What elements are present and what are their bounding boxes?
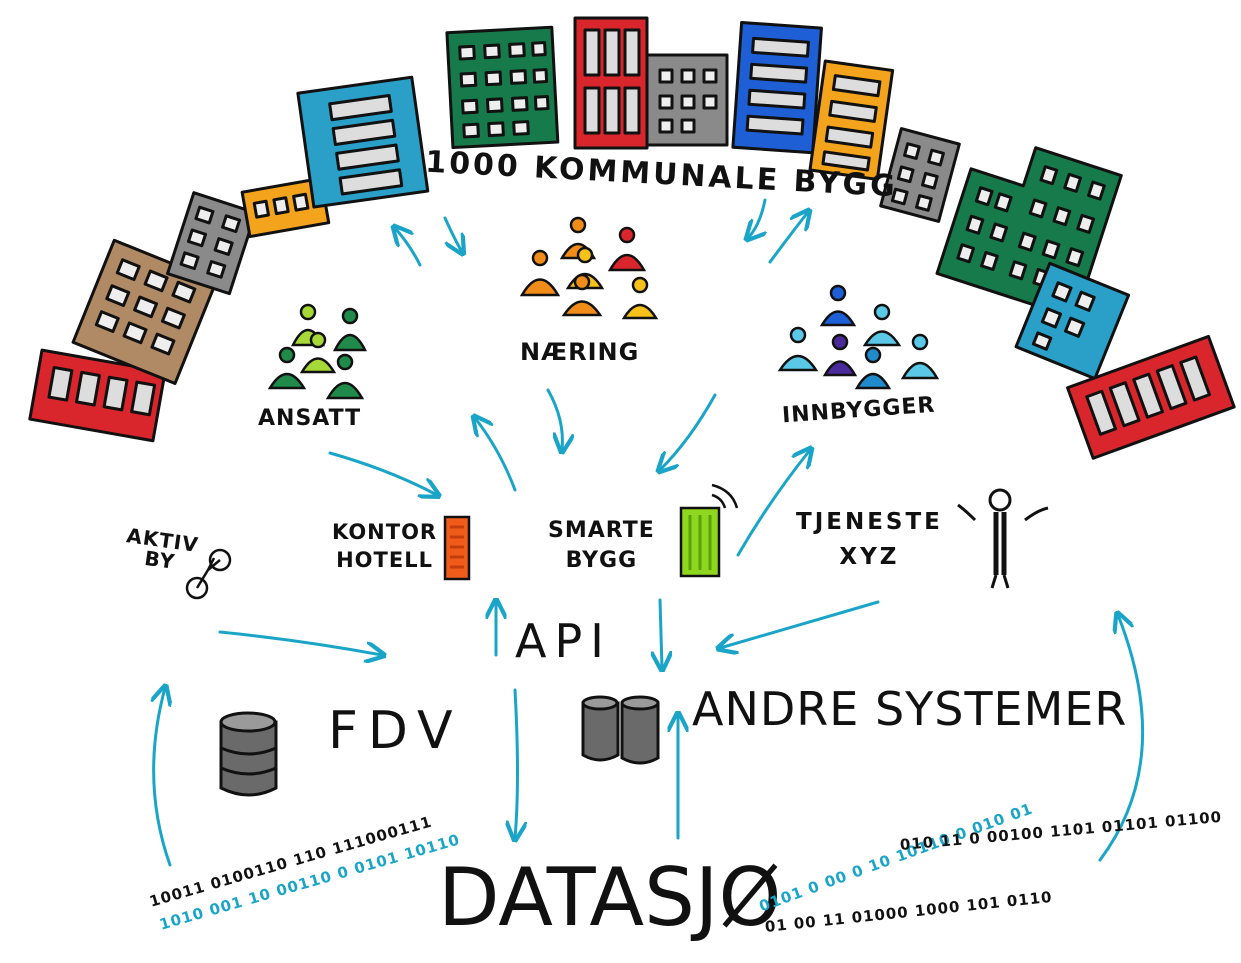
person-icon — [862, 303, 902, 347]
building-icon — [679, 506, 721, 578]
flow-arrows — [154, 198, 1145, 867]
api-label: API — [515, 614, 612, 668]
person-icon — [621, 276, 659, 320]
group-naering-people — [519, 216, 659, 320]
arrow — [154, 688, 170, 867]
person-icon — [519, 249, 561, 297]
arrow — [443, 216, 462, 252]
arrow — [1098, 615, 1145, 862]
stick-figure-icon — [957, 488, 1049, 589]
person-icon — [267, 346, 307, 390]
service-kontor-hotell-line2: HOTELL — [336, 548, 433, 573]
arrow — [328, 451, 437, 495]
building-icon — [166, 191, 258, 296]
building-icon — [808, 59, 895, 181]
service-smarte-bygg: SMARTE BYGG — [548, 516, 655, 575]
arrow — [395, 228, 422, 267]
building-icon — [443, 515, 471, 581]
datasjo-label: DATASJØ — [438, 851, 782, 944]
arrow — [218, 630, 382, 655]
arrow — [736, 450, 810, 557]
building-icon — [879, 127, 961, 223]
person-icon — [607, 226, 647, 272]
building-icon — [1014, 261, 1131, 381]
building-icon — [731, 21, 823, 155]
arrow — [546, 388, 562, 450]
building-icon — [445, 25, 560, 150]
building-icon — [28, 348, 167, 443]
person-icon — [325, 353, 365, 400]
building-icon — [1066, 334, 1236, 460]
person-icon — [854, 346, 892, 390]
service-smarte-bygg-line1: SMARTE — [548, 518, 655, 543]
service-kontor-hotell-line1: KONTOR — [332, 520, 438, 544]
person-icon — [822, 333, 858, 377]
person-icon — [332, 307, 368, 352]
arrow — [660, 393, 717, 470]
group-innbygger-people — [777, 284, 940, 390]
person-icon — [561, 273, 603, 317]
arrow — [475, 418, 517, 492]
person-icon — [777, 326, 819, 372]
service-tjeneste-line1: TJENESTE — [796, 509, 943, 535]
wifi-icon — [711, 483, 739, 509]
group-ansatt-people — [267, 303, 368, 400]
database-icon — [581, 695, 660, 765]
arrow — [768, 212, 808, 264]
service-smarte-bygg-line2: BYGG — [565, 547, 638, 573]
arrow — [660, 598, 662, 668]
arrow — [515, 688, 518, 838]
database-icon — [219, 711, 278, 797]
arrow — [720, 600, 880, 648]
group-label-naering: NÆRING — [520, 338, 640, 366]
service-kontor-hotell: KONTOR HOTELL — [332, 518, 437, 575]
andre-systemer-label: ANDRE SYSTEMER — [692, 682, 1128, 736]
fdv-label: FDV — [328, 701, 463, 761]
service-tjeneste-xyz: TJENESTE XYZ — [796, 505, 943, 574]
person-icon — [819, 284, 857, 327]
building-icon — [296, 75, 430, 209]
building-icon — [645, 53, 729, 147]
bicycle-icon — [185, 548, 232, 600]
service-tjeneste-line2: XYZ — [839, 543, 900, 570]
group-label-ansatt: ANSATT — [258, 406, 362, 431]
buildings-arc — [28, 16, 1236, 460]
person-icon — [900, 333, 940, 380]
building-icon — [573, 16, 649, 150]
person-icon — [299, 331, 337, 374]
arrow — [748, 198, 765, 238]
